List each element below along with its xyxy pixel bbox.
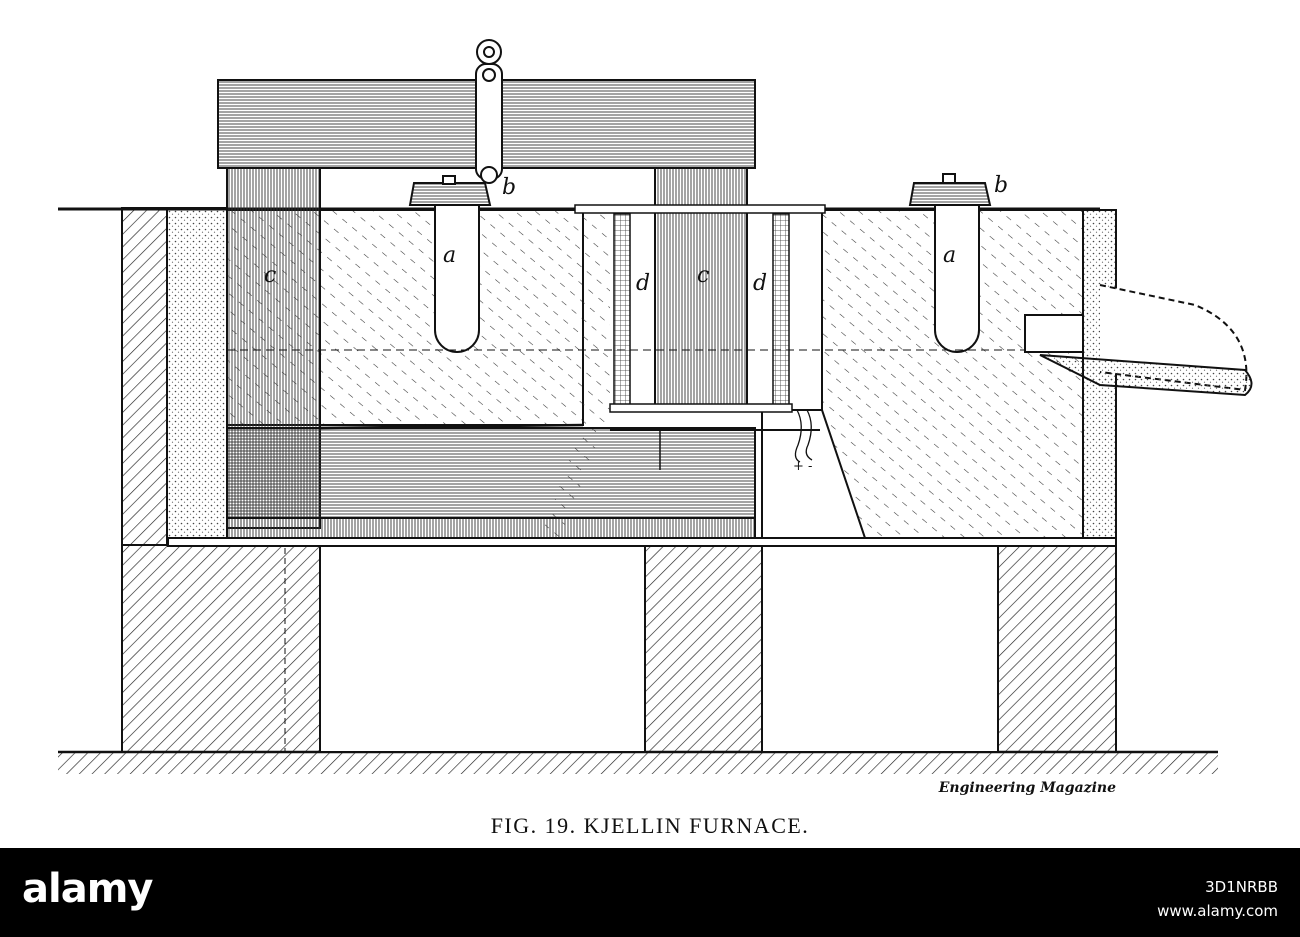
- stock-banner: alamy 3D1NRBB www.alamy.com: [0, 848, 1300, 937]
- channel-lids: [408, 173, 992, 206]
- terminal-leads: [794, 409, 813, 463]
- label-b-left: b: [502, 175, 516, 200]
- lifting-hook: [475, 39, 503, 184]
- furnace-diagram: a a b b c c d d + - Engineering Magazine…: [58, 39, 1253, 838]
- label-polarity: + -: [793, 459, 812, 474]
- pouring-spout: [1024, 284, 1253, 397]
- label-b-right: b: [994, 173, 1008, 198]
- masonry-base: [121, 544, 1117, 753]
- label-d-right: d: [753, 271, 767, 296]
- crucible-channels: [227, 205, 1083, 353]
- figure-caption: FIG. 19. KJELLIN FURNACE.: [491, 813, 810, 838]
- stock-logo: alamy: [22, 866, 153, 912]
- image-credit: Engineering Magazine: [938, 780, 1116, 796]
- label-d-left: d: [636, 271, 650, 296]
- ground: [58, 750, 1218, 774]
- stock-url: www.alamy.com: [1157, 902, 1278, 920]
- part-labels: a a b b c c d d + -: [264, 173, 1008, 474]
- label-c-center: c: [697, 263, 709, 288]
- stock-image-id: 3D1NRBB: [1205, 878, 1278, 896]
- label-c-left: c: [264, 263, 276, 288]
- furnace-drawing: a a b b c c d d + - Engineering Magazine…: [58, 39, 1253, 838]
- primary-coil: [574, 204, 826, 470]
- label-a-right: a: [943, 243, 956, 268]
- label-a-left: a: [443, 243, 456, 268]
